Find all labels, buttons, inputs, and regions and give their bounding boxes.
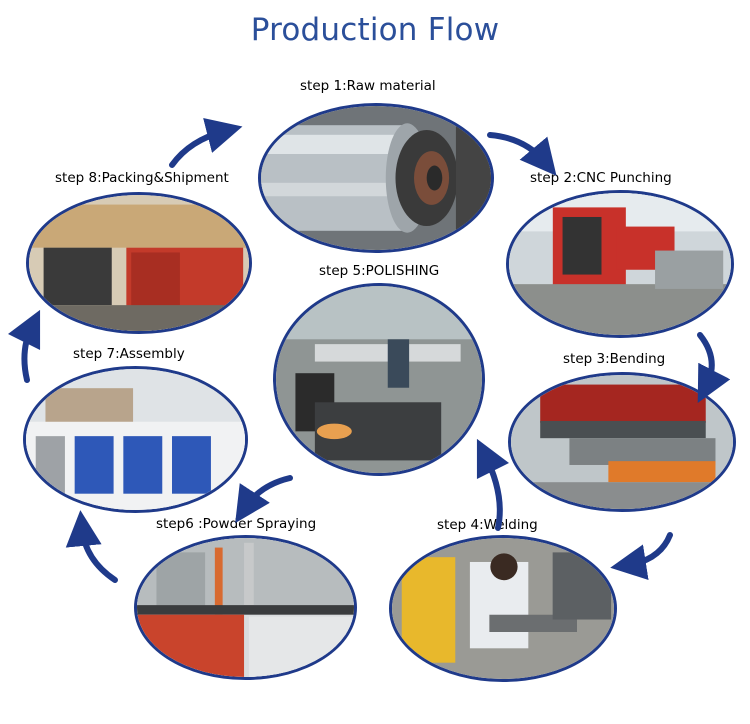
step-7-photo xyxy=(23,366,248,513)
step-2-label: step 2:CNC Punching xyxy=(530,170,672,186)
step-7-label: step 7:Assembly xyxy=(73,346,185,362)
step-2-photo xyxy=(506,190,734,338)
arrow-5-to-6 xyxy=(235,475,293,524)
step-6-label: step6 :Powder Spraying xyxy=(156,516,317,532)
arrow-6-to-7 xyxy=(65,510,118,583)
arrow-2-to-3 xyxy=(697,332,731,403)
arrow-8-to-1 xyxy=(169,118,243,168)
step-3-label: step 3:Bending xyxy=(563,351,666,367)
step-4-photo xyxy=(389,535,617,682)
step-3-photo xyxy=(508,372,736,512)
step-5-label: step 5:POLISHING xyxy=(319,263,440,279)
step-5-photo xyxy=(273,283,485,476)
step-8-photo xyxy=(26,192,252,334)
arrow-1-to-2 xyxy=(487,132,557,176)
step-8-label: step 8:Packing&Shipment xyxy=(55,170,229,186)
step-6-photo xyxy=(134,535,357,680)
diagram-title: Production Flow xyxy=(250,12,500,48)
step-4-label: step 4:Welding xyxy=(437,517,538,533)
arrow-3-to-4 xyxy=(610,532,673,580)
step-1-photo xyxy=(258,103,494,253)
arrow-7-to-8 xyxy=(7,309,41,383)
step-1-label: step 1:Raw material xyxy=(300,78,436,94)
arrow-4-to-5 xyxy=(476,438,510,531)
